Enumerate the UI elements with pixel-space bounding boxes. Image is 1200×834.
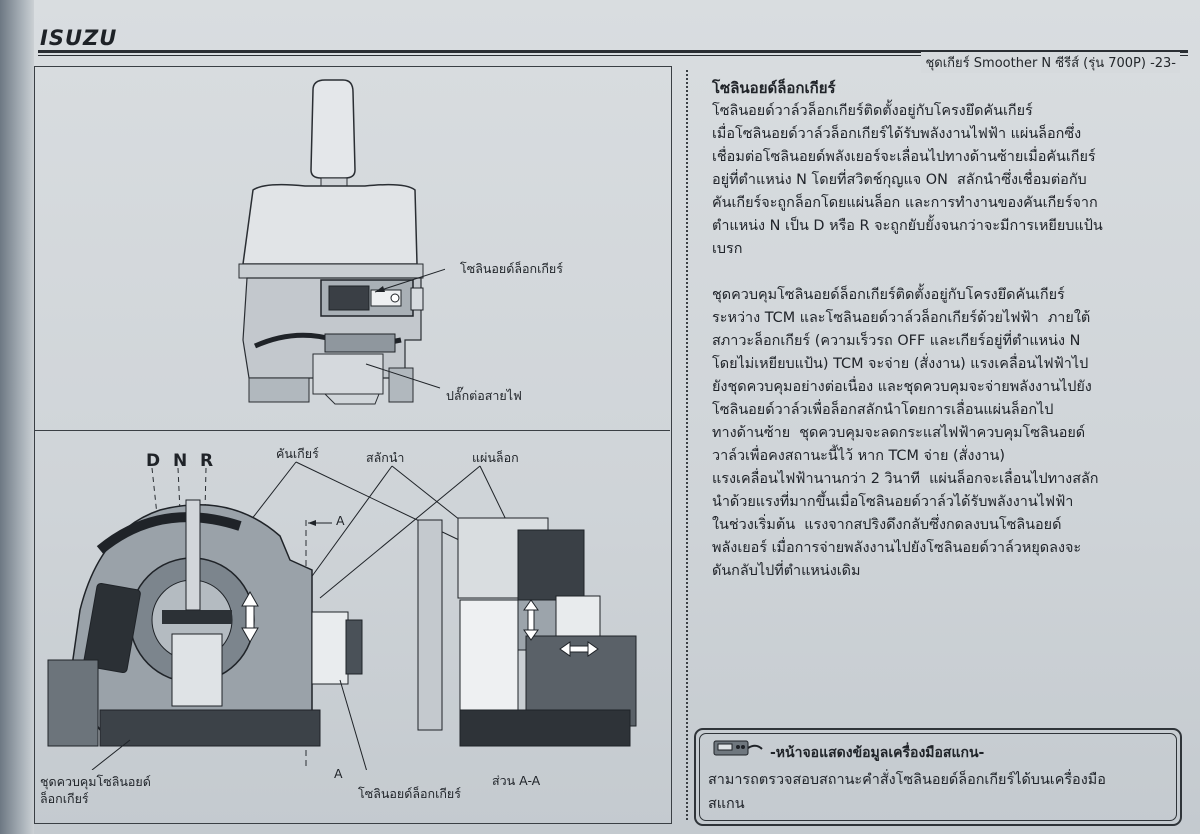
label-gear-lock-solenoid-bottom: โซลินอยด์ล็อกเกียร์ xyxy=(358,786,461,801)
paragraph-2-line-7: ทางด้านซ้าย ชุดควบคุมจะลดกระแสไฟฟ้าควบคุ… xyxy=(712,425,1086,441)
brand-logo: ISUZU xyxy=(40,26,118,50)
note-body-line-2: สแกน xyxy=(708,796,745,812)
scan-tool-icon xyxy=(713,740,763,756)
paragraph-2-line-13: ดันกลับไปที่ตำแหน่งเดิม xyxy=(712,563,861,579)
paragraph-1-line-3: เชื่อมต่อโซลินอยด์พลังเยอร์จะเลื่อนไปทาง… xyxy=(712,149,1096,165)
paragraph-2-line-1: ชุดควบคุมโซลินอยด์ล็อกเกียร์ติดตั้งอยู่ก… xyxy=(712,287,1065,303)
header-rule xyxy=(38,50,1188,53)
paragraph-2-line-3: สภาวะล็อกเกียร์ (ความเร็วรถ OFF และเกียร… xyxy=(712,333,1081,349)
label-shift-lever: คันเกียร์ xyxy=(276,446,319,461)
paragraph-2-line-5: ยังชุดควบคุมอย่างต่อเนื่อง และชุดควบคุมจ… xyxy=(712,379,1092,395)
column-separator xyxy=(686,70,688,820)
paragraph-2-line-8: วาล์วเพื่อคงสถานะนี้ไว้ หาก TCM จ่าย (สั… xyxy=(712,448,1005,464)
label-connector: ปลั๊กต่อสายไฟ xyxy=(446,388,522,403)
paragraph-1-line-1: โซลินอยด์วาล์วล็อกเกียร์ติดตั้งอยู่กับโค… xyxy=(712,103,1033,119)
paragraph-2-line-2: ระหว่าง TCM และโซลินอยด์วาล์วล็อกเกียร์ด… xyxy=(712,310,1091,326)
note-body-line-1: สามารถตรวจสอบสถานะคำสั่งโซลินอยด์ล็อกเกี… xyxy=(708,772,1106,788)
scan-tool-note-box xyxy=(694,728,1182,826)
section-title: โซลินอยด์ล็อกเกียร์ xyxy=(712,79,836,97)
note-title: -หน้าจอแสดงข้อมูลเครื่องมือสแกน- xyxy=(770,745,985,761)
paragraph-2-line-12: พลังเยอร์ เมื่อการจ่ายพลังงานไปยังโซลินอ… xyxy=(712,540,1082,556)
label-section-aa: ส่วน A-A xyxy=(492,773,541,788)
section-mark-bottom: A xyxy=(334,766,343,781)
shift-pos-r: R xyxy=(200,451,214,471)
section-mark-top: A xyxy=(336,513,345,528)
label-gear-lock-solenoid-top: โซลินอยด์ล็อกเกียร์ xyxy=(460,261,563,276)
paragraph-2-line-4: โดยไม่เหยียบแป้น) TCM จะจ่าย (สั่งงาน) แ… xyxy=(712,356,1089,372)
paragraph-2-line-6: โซลินอยด์วาล์วเพื่อล็อกสลักนำโดยการเลื่อ… xyxy=(712,402,1054,418)
paragraph-2-line-9: แรงเคลื่อนไฟฟ้านานกว่า 2 วินาที แผ่นล็อก… xyxy=(712,471,1099,487)
label-lock-plate: แผ่นล็อก xyxy=(472,450,519,465)
label-controller-line1: ชุดควบคุมโซลินอยด์ xyxy=(40,774,151,789)
paragraph-2-line-10: นำด้วยแรงที่มากขึ้นเมื่อโซลินอยด์วาล์วได… xyxy=(712,494,1074,510)
header-rule-thin xyxy=(38,55,1188,56)
paragraph-1-line-6: ตำแหน่ง N เป็น D หรือ R จะถูกยับยั้งจนกว… xyxy=(712,218,1103,234)
paragraph-2-line-11: ในช่วงเริ่มต้น แรงจากสปริงดึงกลับซึ่งกดล… xyxy=(712,517,1062,533)
paragraph-1-line-2: เมื่อโซลินอยด์วาล์วล็อกเกียร์ได้รับพลังง… xyxy=(712,126,1082,142)
paragraph-1-line-5: คันเกียร์จะถูกล็อกโดยแผ่นล็อก และการทำงา… xyxy=(712,195,1098,211)
book-spine xyxy=(0,0,34,834)
paragraph-1-line-7: เบรก xyxy=(712,241,743,257)
paragraph-1-line-4: อยู่ที่ตำแหน่ง N โดยที่สวิตช์กุญแจ ON สล… xyxy=(712,172,1087,188)
running-title: ชุดเกียร์ Smoother N ซีรีส์ (รุ่น 700P) … xyxy=(921,52,1180,73)
note-inner-border xyxy=(699,733,1177,821)
lock-mechanism-illustration xyxy=(47,461,637,770)
label-controller-line2: ล็อกเกียร์ xyxy=(40,791,89,806)
shift-pos-d: D xyxy=(146,451,161,471)
figure-frame xyxy=(34,66,672,824)
label-guide-pin: สลักนำ xyxy=(366,450,405,465)
shift-lever-illustration xyxy=(238,79,445,405)
figure-divider xyxy=(34,430,670,431)
connector-leader-line xyxy=(365,363,441,389)
shift-pos-n: N xyxy=(173,451,188,471)
